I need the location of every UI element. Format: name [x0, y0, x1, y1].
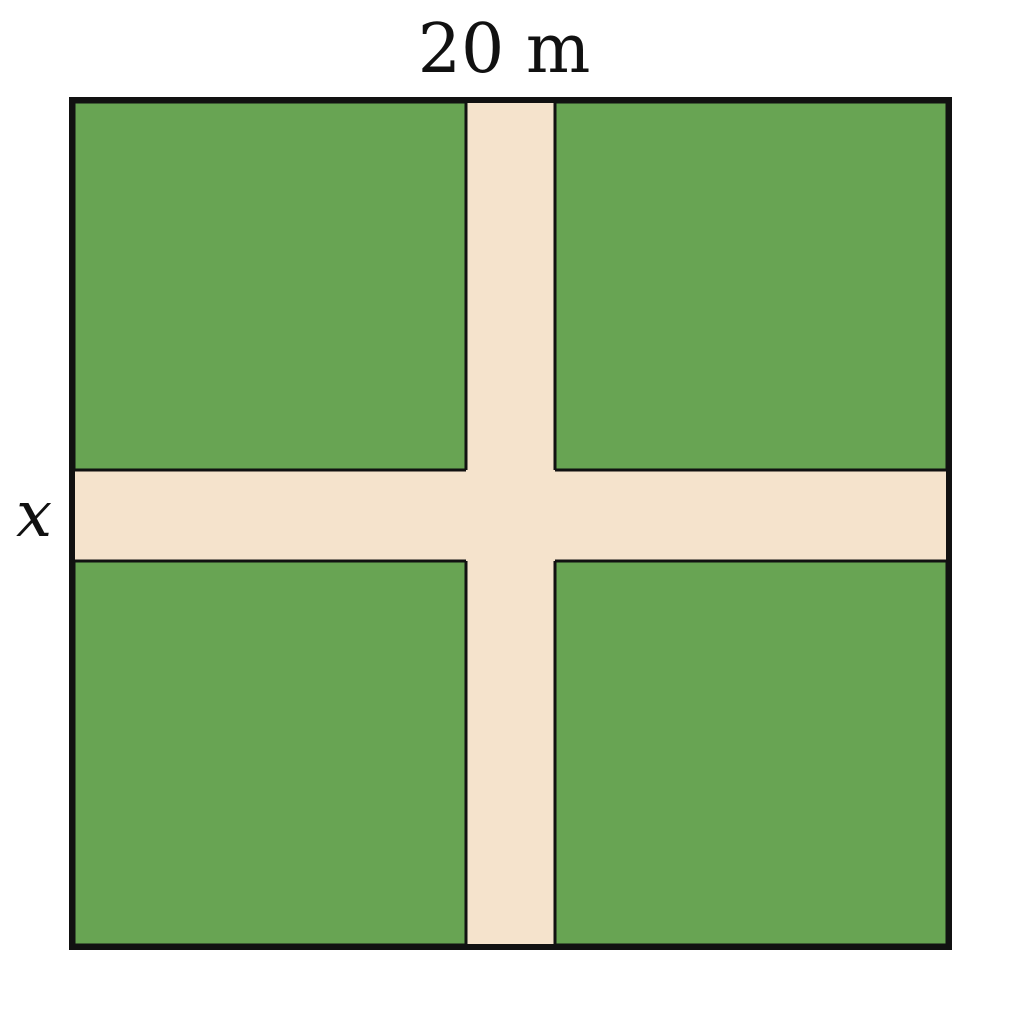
width-label: 20 m — [418, 10, 591, 89]
lawn-plot-bottom-right — [553, 559, 949, 947]
lawn-plot-bottom-left — [72, 559, 468, 947]
lawn-plot-top-left — [72, 100, 468, 472]
path-width-label: x — [16, 478, 52, 552]
path-edges — [74, 102, 947, 945]
lawn-plot-top-right — [553, 100, 949, 472]
horizontal-path — [74, 470, 947, 561]
garden-border — [69, 97, 952, 950]
